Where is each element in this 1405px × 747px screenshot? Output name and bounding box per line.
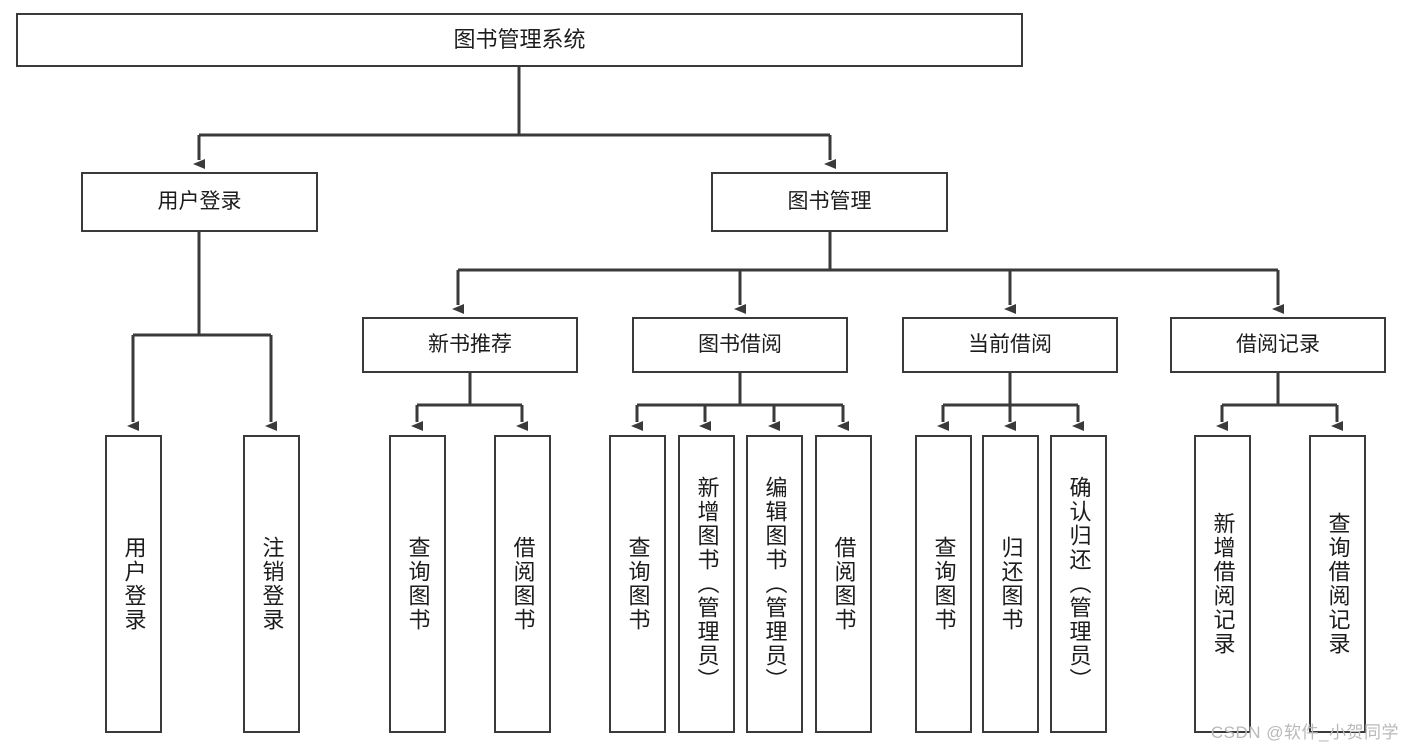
node-root-system[interactable]: 图书管理系统 (16, 13, 1023, 67)
node-label: 借阅记录 (1236, 332, 1320, 356)
node-label: 查询图书 (405, 536, 431, 632)
node-label: 新增图书（管理员） (694, 476, 720, 692)
node-book-management[interactable]: 图书管理 (711, 172, 948, 232)
node-label: 新书推荐 (428, 332, 512, 356)
node-label: 借阅图书 (510, 536, 536, 632)
node-label: 查询图书 (625, 536, 651, 632)
leaf-current-query-book[interactable]: 查询图书 (915, 435, 972, 733)
leaf-current-return-book[interactable]: 归还图书 (982, 435, 1039, 733)
leaf-current-confirm-return[interactable]: 确认归还（管理员） (1050, 435, 1107, 733)
node-label: 注销登录 (259, 536, 285, 632)
node-current-borrow[interactable]: 当前借阅 (902, 317, 1118, 373)
leaf-borrow-query-book[interactable]: 查询图书 (609, 435, 666, 733)
node-label: 用户登录 (121, 536, 147, 632)
leaf-user-login-logout[interactable]: 注销登录 (243, 435, 300, 733)
node-label: 新增借阅记录 (1210, 512, 1236, 656)
node-label: 图书借阅 (698, 332, 782, 356)
node-new-book-recommend[interactable]: 新书推荐 (362, 317, 578, 373)
node-label: 查询图书 (931, 536, 957, 632)
node-label: 编辑图书（管理员） (762, 476, 788, 692)
leaf-recommend-borrow-book[interactable]: 借阅图书 (494, 435, 551, 733)
node-label: 图书管理系统 (453, 27, 586, 53)
node-label: 当前借阅 (968, 332, 1052, 356)
leaf-recommend-query-book[interactable]: 查询图书 (389, 435, 446, 733)
node-label: 图书管理 (787, 189, 872, 213)
leaf-borrow-add-book[interactable]: 新增图书（管理员） (678, 435, 735, 733)
node-book-borrow[interactable]: 图书借阅 (632, 317, 848, 373)
node-label: 用户登录 (157, 189, 242, 213)
watermark-text: CSDN @软件_小贺同学 (1210, 723, 1399, 742)
node-label: 归还图书 (998, 536, 1024, 632)
leaf-record-query-record[interactable]: 查询借阅记录 (1309, 435, 1366, 733)
leaf-record-add-record[interactable]: 新增借阅记录 (1194, 435, 1251, 733)
leaf-user-login-login[interactable]: 用户登录 (105, 435, 162, 733)
node-label: 借阅图书 (831, 536, 857, 632)
node-label: 查询借阅记录 (1325, 512, 1351, 656)
node-label: 确认归还（管理员） (1066, 476, 1092, 692)
node-borrow-record[interactable]: 借阅记录 (1170, 317, 1386, 373)
leaf-borrow-edit-book[interactable]: 编辑图书（管理员） (746, 435, 803, 733)
node-user-login[interactable]: 用户登录 (81, 172, 318, 232)
leaf-borrow-borrow-book[interactable]: 借阅图书 (815, 435, 872, 733)
